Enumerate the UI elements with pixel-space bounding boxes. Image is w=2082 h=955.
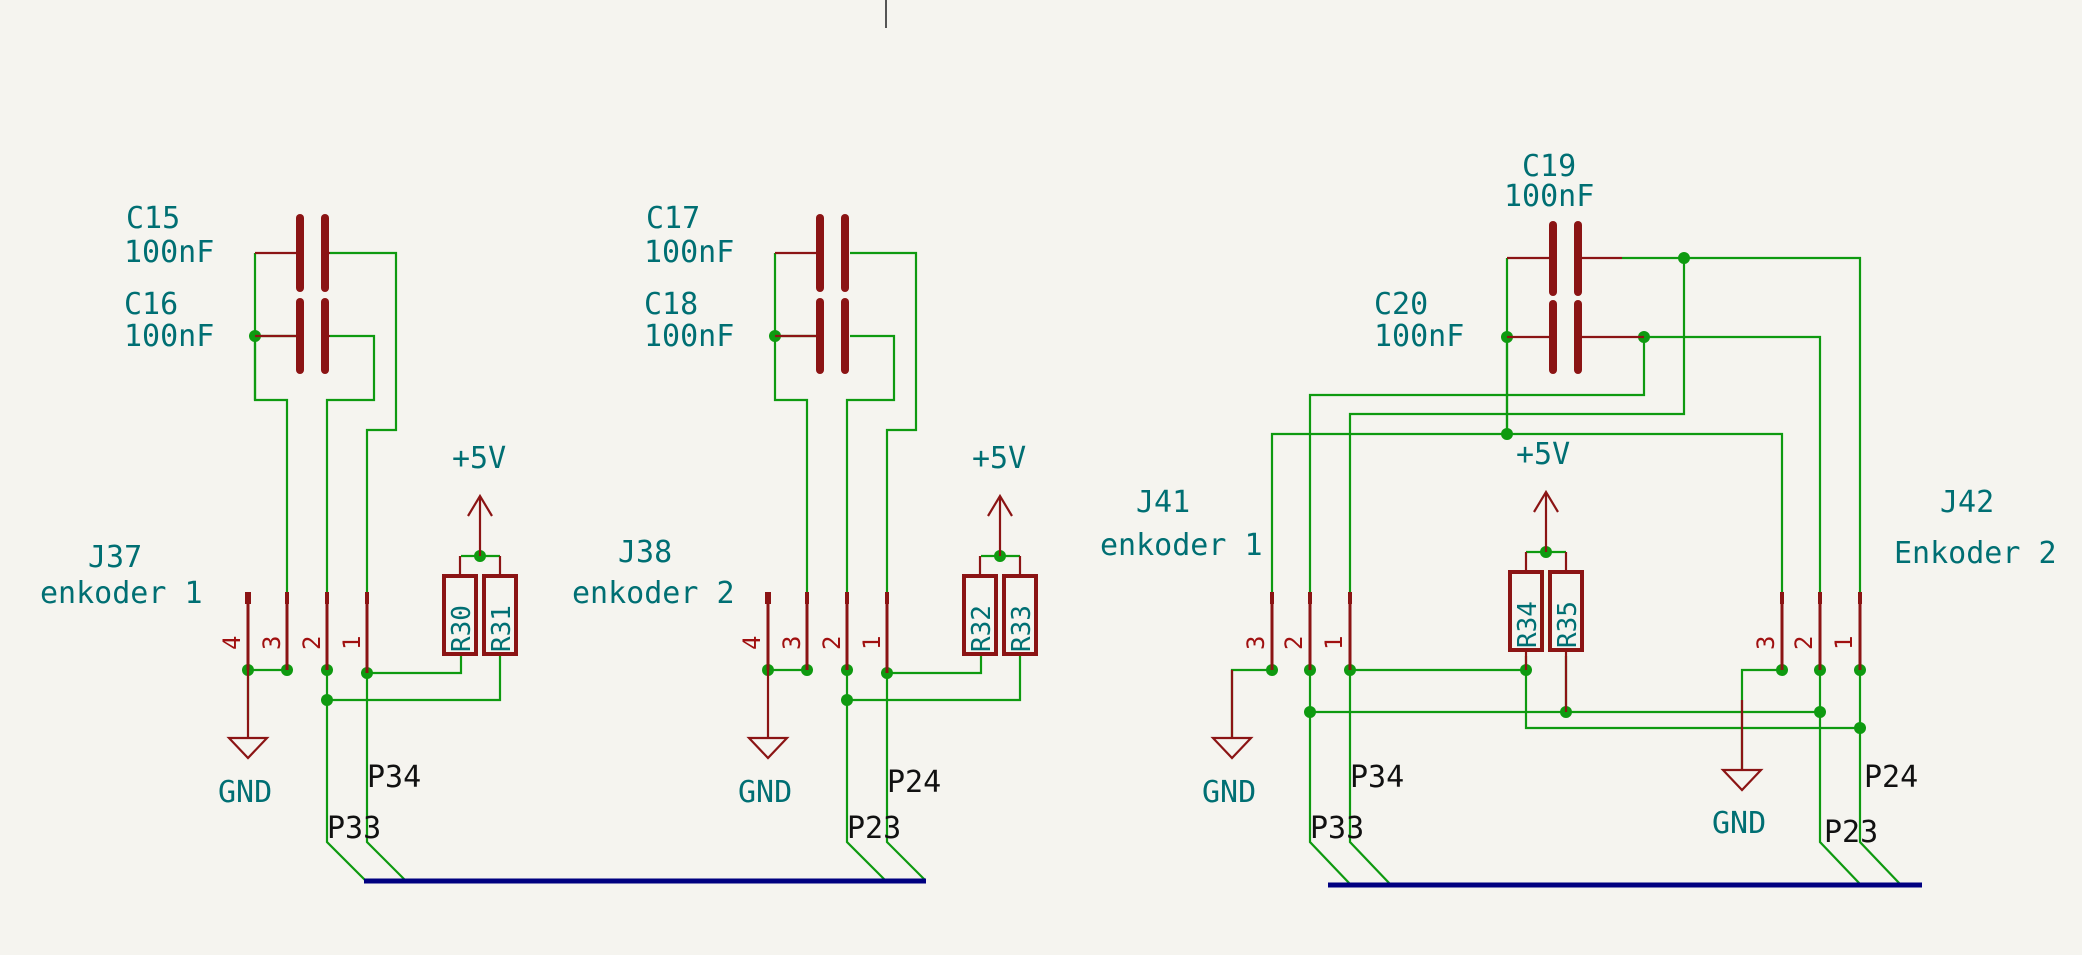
resistor-r35 — [1548, 552, 1584, 712]
j37-pin-1: 1 — [338, 636, 366, 650]
c17-reference: C17 — [646, 201, 700, 236]
r31-reference: R31 — [487, 605, 517, 652]
j37-reference: J37 — [88, 540, 142, 575]
net-label-right-a: P24 — [1864, 760, 1918, 795]
resistor-r33 — [1002, 556, 1038, 656]
resistor-r30 — [442, 556, 478, 656]
j41-reference: J41 — [1136, 485, 1190, 520]
c16-reference: C16 — [124, 287, 178, 322]
c15-reference: C15 — [126, 201, 180, 236]
gnd-symbol-left — [1210, 670, 1254, 760]
net-label-a: P24 — [887, 765, 941, 800]
c20-reference: C20 — [1374, 287, 1428, 322]
j37-pin-4: 4 — [218, 636, 246, 650]
j38-pin-2: 2 — [818, 636, 846, 650]
connector-j41-leads — [1270, 604, 1352, 670]
c18-reference: C18 — [644, 287, 698, 322]
net-label-b: P33 — [327, 811, 381, 846]
net-label-left-b: P33 — [1310, 811, 1364, 846]
resistor-r31 — [482, 556, 518, 656]
r35-reference: R35 — [1553, 601, 1583, 648]
connector-j37-pins — [245, 592, 369, 673]
c19-value: 100nF — [1504, 179, 1594, 214]
resistor-r32 — [962, 556, 998, 656]
j42-pin-3: 3 — [1752, 636, 1780, 650]
gnd-symbol — [746, 670, 790, 760]
gnd-label: GND — [738, 775, 792, 810]
j42-pin-1: 1 — [1830, 636, 1858, 650]
resistor-r34 — [1508, 552, 1544, 670]
connector-j41-pins — [1270, 592, 1352, 604]
capacitor-c15 — [255, 214, 330, 292]
j42-pin-2: 2 — [1790, 636, 1818, 650]
j42-reference: J42 — [1940, 485, 1994, 520]
gnd-symbol — [226, 670, 270, 760]
j41-pin-2: 2 — [1280, 636, 1308, 650]
power-5v-symbol — [987, 493, 1013, 556]
encoder-block-j38: C17 100nF C18 100nF 4 3 2 1 J38 enkoder … — [572, 201, 1038, 881]
j38-reference: J38 — [618, 535, 672, 570]
j38-pin-4: 4 — [738, 636, 766, 650]
c16-value: 100nF — [124, 319, 214, 354]
c20-value: 100nF — [1374, 319, 1464, 354]
capacitor-c17 — [775, 214, 849, 292]
power-5v-symbol — [467, 493, 493, 556]
encoder-block-j41-j42: C19 100nF C20 100nF +5V R34 R35 — [1100, 149, 2057, 885]
r32-reference: R32 — [967, 605, 997, 652]
capacitor-c20 — [1507, 300, 1644, 374]
power-5v-label: +5V — [452, 441, 506, 476]
c19-reference: C19 — [1522, 149, 1576, 184]
net-label-a: P34 — [367, 760, 421, 795]
j41-pin-3: 3 — [1242, 636, 1270, 650]
j38-pin-1: 1 — [858, 636, 886, 650]
j38-pin-3: 3 — [778, 636, 806, 650]
gnd-symbol-right — [1720, 700, 1764, 792]
gnd-label-left: GND — [1202, 775, 1256, 810]
wires — [768, 251, 1022, 881]
r34-reference: R34 — [1513, 601, 1543, 648]
c17-value: 100nF — [644, 235, 734, 270]
j38-value: enkoder 2 — [572, 576, 735, 611]
power-5v-symbol — [1533, 489, 1559, 552]
net-label-right-b: P23 — [1824, 815, 1878, 850]
j37-pin-3: 3 — [258, 636, 286, 650]
j41-value: enkoder 1 — [1100, 528, 1263, 563]
connector-j38-pins — [765, 592, 889, 673]
capacitor-c16 — [255, 298, 330, 374]
power-5v-label: +5V — [1516, 437, 1570, 472]
gnd-label: GND — [218, 775, 272, 810]
connector-j42-leads — [1780, 604, 1862, 670]
r30-reference: R30 — [447, 605, 477, 652]
j42-value: Enkoder 2 — [1894, 536, 2057, 571]
net-label-b: P23 — [847, 811, 901, 846]
connector-j42-pins — [1780, 592, 1862, 604]
j37-pin-2: 2 — [298, 636, 326, 650]
j37-value: enkoder 1 — [40, 576, 203, 611]
capacitor-c19 — [1507, 221, 1622, 296]
r33-reference: R33 — [1007, 605, 1037, 652]
net-label-left-a: P34 — [1350, 760, 1404, 795]
c18-value: 100nF — [644, 319, 734, 354]
c15-value: 100nF — [124, 235, 214, 270]
capacitor-c18 — [775, 298, 849, 374]
j41-pin-1: 1 — [1320, 636, 1348, 650]
encoder-block-j37: C15 100nF C16 100nF 4 3 2 1 J37 enkoder … — [40, 201, 518, 881]
gnd-label-right: GND — [1712, 806, 1766, 841]
power-5v-label: +5V — [972, 441, 1026, 476]
junctions — [1266, 252, 1866, 734]
